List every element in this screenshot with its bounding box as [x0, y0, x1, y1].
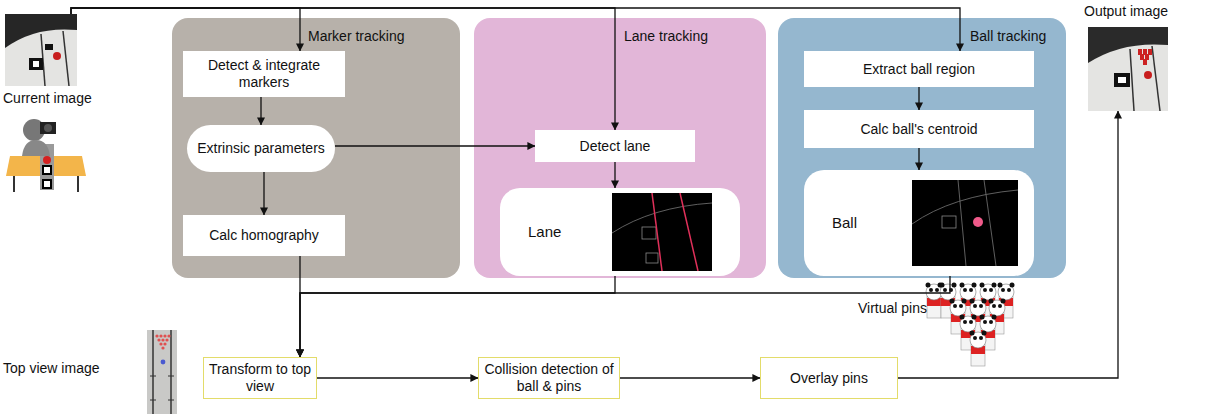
process-box: Detect & integrate markers — [183, 51, 345, 97]
box-label: Overlay pins — [790, 370, 868, 387]
box-label: Extract ball region — [863, 61, 975, 78]
top-view-image — [147, 330, 177, 414]
tracking-panel: Marker trackingDetect & integrate marker… — [172, 18, 460, 278]
box-label: Calc homography — [209, 227, 319, 244]
flow-arrow — [918, 148, 919, 170]
box-label: Extrinsic parameters — [197, 140, 325, 157]
image-node: Current image — [3, 14, 98, 110]
panel-title: Marker tracking — [308, 28, 404, 45]
panel-title: Ball tracking — [970, 28, 1046, 45]
flow-arrow — [300, 276, 950, 357]
box-label: Calc ball's centroid — [860, 121, 977, 138]
lane-thumbnail — [612, 193, 712, 271]
panel-title: Lane tracking — [624, 28, 708, 45]
data-pill: Extrinsic parameters — [187, 125, 335, 172]
box-label: Detect & integrate markers — [187, 57, 341, 91]
flow-arrow — [898, 111, 1118, 378]
panel-fill — [474, 18, 766, 278]
flow-arrow — [614, 162, 615, 188]
image-node: Output image — [1084, 3, 1206, 111]
flow-arrow — [71, 8, 615, 130]
process-box: Extract ball region — [804, 51, 1034, 87]
box-label: Lane — [528, 223, 561, 241]
flow-arrow — [918, 87, 919, 110]
box-label: Transform to top view — [208, 361, 312, 395]
virtual-pins — [926, 283, 1015, 367]
person-illustration — [6, 119, 86, 192]
flow-arrow — [335, 145, 535, 146]
flow-arrow — [260, 97, 261, 125]
flow-arrow — [263, 172, 264, 215]
result-box: Lane — [500, 188, 740, 276]
process-box: Calc ball's centroid — [804, 110, 1034, 148]
result-box: Ball — [804, 170, 1034, 276]
tracking-panel: Ball trackingExtract ball regionCalc bal… — [778, 18, 1066, 278]
camera-photo — [5, 14, 77, 86]
panel-fill — [778, 18, 1066, 278]
box-label: Collision detection of ball & pins — [483, 361, 615, 395]
process-box: Collision detection of ball & pins — [478, 357, 620, 399]
flow-arrow — [317, 377, 478, 378]
image-label: Virtual pins — [858, 300, 927, 316]
flow-arrow — [71, 8, 300, 51]
process-box: Transform to top view — [203, 357, 317, 399]
flow-arrow — [620, 377, 760, 378]
tracking-panel: Lane trackingDetect lane Lane — [474, 18, 766, 278]
image-label: Top view image — [3, 360, 100, 376]
box-label: Ball — [832, 214, 857, 232]
panel-fill — [172, 18, 460, 278]
image-caption: Output image — [1084, 3, 1206, 20]
flow-arrow — [300, 276, 615, 357]
output-photo — [1088, 27, 1168, 111]
ball-thumbnail — [912, 180, 1018, 266]
image-caption: Current image — [3, 90, 98, 107]
process-box: Overlay pins — [760, 357, 898, 399]
process-box: Detect lane — [535, 130, 695, 162]
box-label: Detect lane — [580, 138, 651, 155]
flow-arrow — [71, 8, 960, 51]
process-box: Calc homography — [183, 215, 345, 256]
